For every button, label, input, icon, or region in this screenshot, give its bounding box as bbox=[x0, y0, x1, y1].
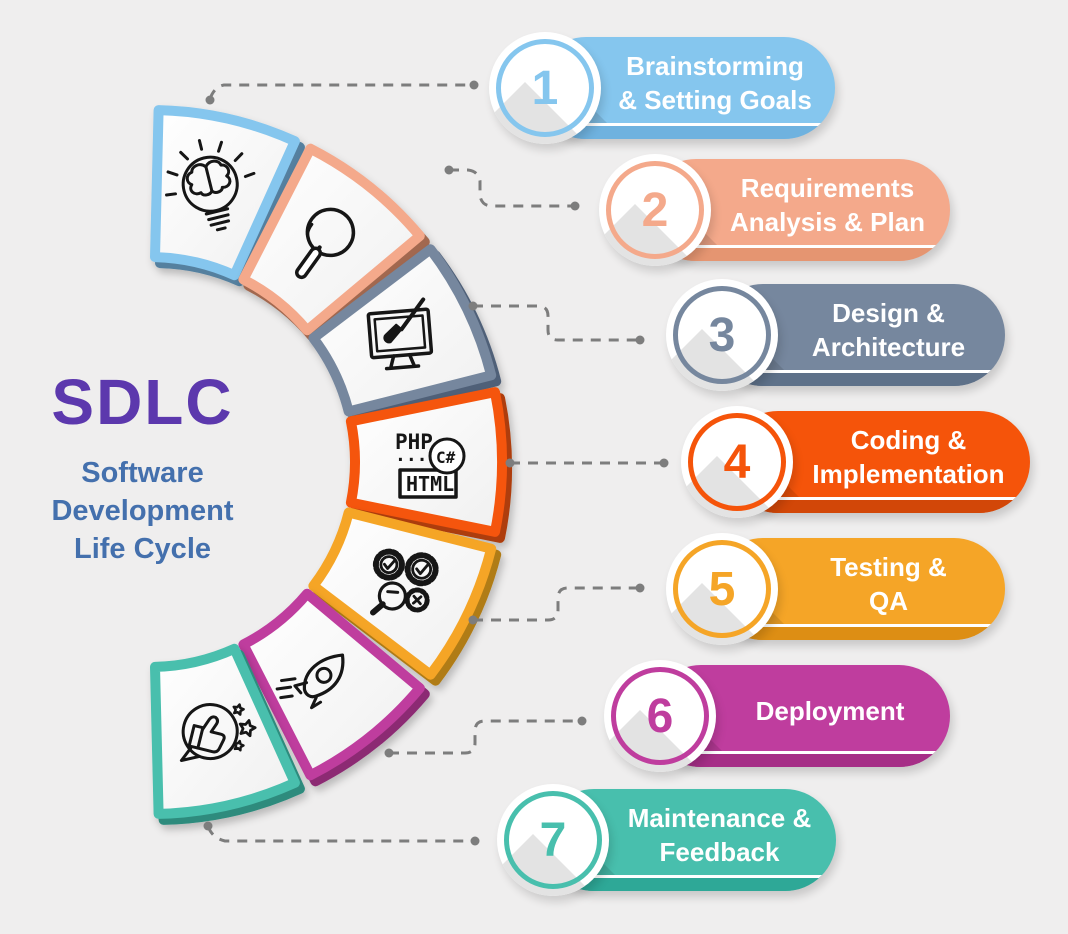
stage-label-line: Brainstorming bbox=[626, 51, 804, 81]
stage-number: 7 bbox=[539, 813, 567, 867]
badge-ring bbox=[673, 540, 771, 638]
badge-ring bbox=[673, 286, 771, 384]
stage-label-line: Feedback bbox=[659, 837, 780, 867]
title-acronym: SDLC bbox=[51, 366, 234, 438]
badge-ring bbox=[496, 39, 594, 137]
pill-bottom-strip bbox=[727, 497, 1030, 513]
stage-number-badge-1: 1 bbox=[489, 32, 601, 144]
stage-number-badge-7: 7 bbox=[497, 784, 609, 896]
stage-label-line: Deployment bbox=[755, 696, 905, 726]
connector-lines bbox=[203, 80, 669, 846]
arc-segment-4 bbox=[345, 387, 513, 543]
stage-number-badge-2: 2 bbox=[599, 154, 711, 266]
arc-segment-5 bbox=[308, 507, 502, 686]
stage-label-line: Analysis & Plan bbox=[729, 207, 926, 237]
connector-line bbox=[206, 825, 475, 843]
stage-label-line: Testing & bbox=[830, 552, 947, 582]
pill-bottom-strip bbox=[650, 751, 950, 767]
connector-end-dots bbox=[203, 80, 669, 846]
stage-label-line: Implementation bbox=[812, 459, 1005, 489]
pill-bottom-strip bbox=[712, 370, 1005, 386]
stage-number-badge-4: 4 bbox=[681, 406, 793, 518]
stage-label: Brainstorming & Setting Goals bbox=[609, 37, 821, 129]
stage-label: Maintenance & Feedback bbox=[617, 789, 822, 881]
badge-ring bbox=[504, 791, 602, 889]
badge-ring bbox=[611, 667, 709, 765]
connector-line bbox=[389, 719, 582, 755]
title-subtitle: Software Development Life Cycle bbox=[10, 454, 275, 568]
stage-label-line: Maintenance & bbox=[627, 803, 812, 833]
connector-line bbox=[208, 83, 474, 100]
connector-line bbox=[473, 586, 640, 622]
pill-bottom-strip bbox=[543, 875, 836, 891]
pill-bottom-strip bbox=[535, 123, 835, 139]
stage-label-line: Coding & bbox=[850, 425, 967, 455]
stage-number: 5 bbox=[708, 562, 736, 616]
stage-label-line: Architecture bbox=[811, 332, 966, 362]
stage-number: 1 bbox=[531, 61, 559, 115]
stage-label: Deployment bbox=[724, 665, 936, 757]
stage-number: 6 bbox=[646, 689, 674, 743]
stage-number: 3 bbox=[708, 308, 736, 362]
subtitle-line: Development bbox=[51, 495, 234, 527]
arc-segment-1 bbox=[150, 105, 305, 287]
stage-number: 2 bbox=[641, 183, 669, 237]
stage-label-line: Requirements bbox=[740, 173, 915, 203]
subtitle-line: Software bbox=[81, 457, 204, 489]
arc-segment-6 bbox=[238, 588, 430, 787]
arc-segment-3 bbox=[308, 244, 502, 423]
stage-number: 4 bbox=[723, 435, 751, 489]
stage-number-badge-5: 5 bbox=[666, 533, 778, 645]
arc-segment-7 bbox=[150, 643, 305, 825]
stage-label: Testing & QA bbox=[786, 538, 991, 630]
badge-ring bbox=[606, 161, 704, 259]
arc-segment-tile bbox=[238, 588, 425, 781]
sdlc-arc bbox=[150, 105, 513, 825]
pill-bottom-strip bbox=[712, 624, 1005, 640]
badge-ring bbox=[688, 413, 786, 511]
arc-segment-tile bbox=[150, 643, 300, 819]
title-block: SDLC Software Development Life Cycle bbox=[10, 370, 275, 568]
arc-segment-2 bbox=[238, 143, 430, 342]
stage-label-line: QA bbox=[869, 586, 908, 616]
stage-label-line: Design & bbox=[832, 298, 945, 328]
stage-number-badge-3: 3 bbox=[666, 279, 778, 391]
stage-label: Coding & Implementation bbox=[801, 411, 1016, 503]
arc-segment-tile bbox=[150, 105, 300, 281]
connector-line bbox=[473, 304, 640, 342]
subtitle-line: Life Cycle bbox=[74, 533, 211, 565]
stage-label-line: & Setting Goals bbox=[618, 85, 812, 115]
stage-label: Requirements Analysis & Plan bbox=[719, 159, 936, 251]
stage-number-badge-6: 6 bbox=[604, 660, 716, 772]
arc-segment-tile bbox=[238, 143, 425, 336]
pill-bottom-strip bbox=[645, 245, 950, 261]
connector-line bbox=[449, 168, 575, 208]
stage-label: Design & Architecture bbox=[786, 284, 991, 376]
arc-segment-tile bbox=[308, 507, 497, 680]
